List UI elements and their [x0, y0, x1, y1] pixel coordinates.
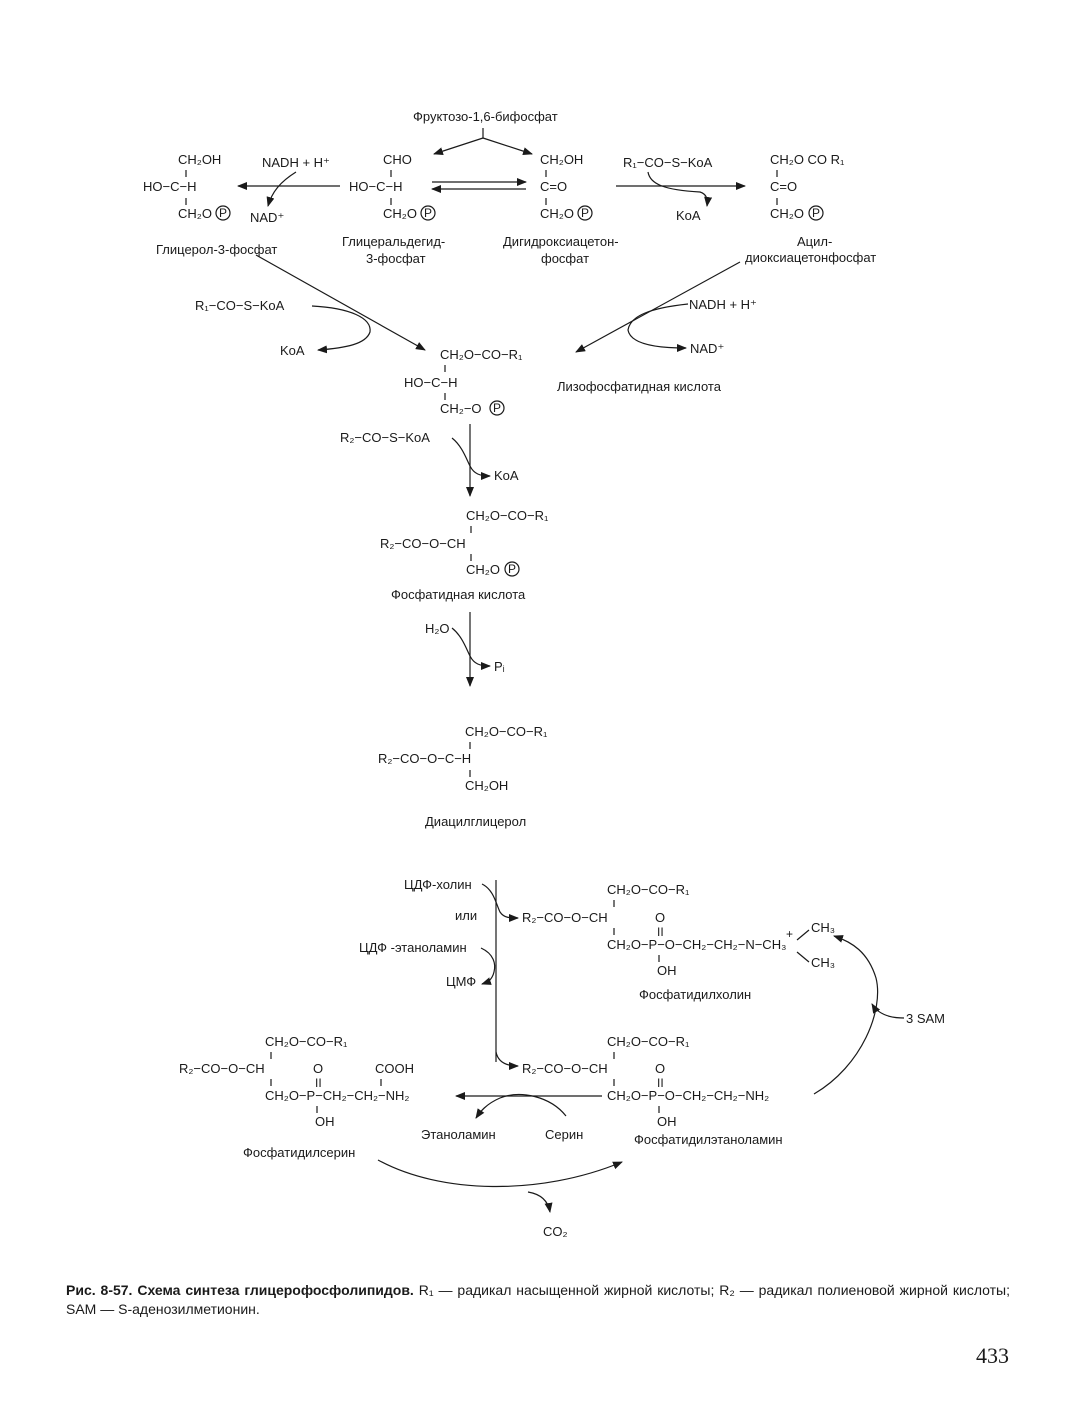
label-dhap-1: Дигидроксиацетон- [503, 234, 619, 249]
cdp-ethanolamine: ЦДФ -этаноламин [359, 940, 467, 955]
pa-ch2o: CH₂O [466, 562, 500, 577]
figure-caption: Рис. 8-57. Схема синтеза глицерофосфолип… [66, 1281, 1010, 1319]
pc-plus: + [786, 927, 793, 941]
gald-ho-c-h: HO−C−H [349, 179, 402, 194]
ps-ch2o-co-r1: CH₂O−CO−R₁ [265, 1034, 348, 1049]
pc-o: O [655, 910, 665, 925]
pc-ch3-bottom: CH₃ [811, 955, 835, 970]
pe-ch2o-co-r1: CH₂O−CO−R₁ [607, 1034, 690, 1049]
ps-cooh: COOH [375, 1061, 414, 1076]
r2-co-s-koa: R₂−CO−S−KoA [340, 430, 430, 445]
r1-co-s-koa-top: R₁−CO−S−KoA [623, 155, 713, 170]
koa-mid: KoA [494, 468, 519, 483]
phosphate-symbol: P [493, 401, 501, 415]
label-acyl-2: диоксиацетонфосфат [745, 250, 876, 265]
pi: Pᵢ [494, 659, 505, 674]
acyl-dhap-ch2o-co-r1: CH₂O CO R₁ [770, 152, 845, 167]
dhap-ch2oh: CH₂OH [540, 152, 583, 167]
nad-right: NAD⁺ [690, 341, 724, 356]
phosphate-symbol: P [581, 206, 589, 220]
ps-chain: CH₂O−P−CH₂−CH₂−NH₂ [265, 1088, 409, 1103]
label-phosphatidic-acid: Фосфатидная кислота [391, 587, 526, 602]
nadh-top: NADH + H⁺ [262, 155, 330, 170]
sam: 3 SAM [906, 1011, 945, 1026]
phosphate-symbol: P [424, 206, 432, 220]
ethanolamine: Этаноламин [421, 1127, 496, 1142]
pc-oh: OH [657, 963, 677, 978]
cdp-choline: ЦДФ-холин [404, 877, 472, 892]
g3p-ho-c-h: HO−C−H [143, 179, 196, 194]
label-phosphatidylethanolamine: Фосфатидилэтаноламин [634, 1132, 783, 1147]
ps-r2-co-o-ch: R₂−CO−O−CH [179, 1061, 265, 1076]
nadh-right: NADH + H⁺ [689, 297, 757, 312]
r1-co-s-koa-left: R₁−CO−S−KoA [195, 298, 285, 313]
label-gald-2: 3-фосфат [366, 251, 426, 266]
g3p-ch2o: CH₂O [178, 206, 212, 221]
pe-o: O [655, 1061, 665, 1076]
pc-chain: CH₂O−P−O−CH₂−CH₂−N−CH₃ [607, 937, 786, 952]
phosphate-symbol: P [508, 562, 516, 576]
label-acyl-1: Ацил- [797, 234, 832, 249]
acyl-dhap-ch2o: CH₂O [770, 206, 804, 221]
lpa-ch2o-co-r1: CH₂O−CO−R₁ [440, 347, 523, 362]
pc-r2-co-o-ch: R₂−CO−O−CH [522, 910, 608, 925]
label-glycerol-3-phosphate: Глицерол-3-фосфат [156, 242, 277, 257]
label-fructose-bisphosphate: Фруктозо-1,6-бифосфат [413, 109, 558, 124]
label-diacylglycerol: Диацилглицерол [425, 814, 526, 829]
nad-top: NAD⁺ [250, 210, 284, 225]
label-phosphatidylserine: Фосфатидилсерин [243, 1145, 355, 1160]
dag-ch2oh: CH₂OH [465, 778, 508, 793]
label-phosphatidylcholine: Фосфатидилхолин [639, 987, 751, 1002]
dag-r2-co-o-c-h: R₂−CO−O−C−H [378, 751, 471, 766]
pa-r2-co-o-ch: R₂−CO−O−CH [380, 536, 466, 551]
gald-ch2o: CH₂O [383, 206, 417, 221]
phosphate-symbol: P [812, 206, 820, 220]
pe-oh: OH [657, 1114, 677, 1129]
pa-ch2o-co-r1: CH₂O−CO−R₁ [466, 508, 549, 523]
phosphate-symbol: P [219, 206, 227, 220]
lpa-ch2-o: CH₂−O [440, 401, 482, 416]
pc-ch3-top: CH₃ [811, 920, 835, 935]
ps-double-bond: II [315, 1076, 322, 1090]
label-lysophosphatidic-acid: Лизофосфатидная кислота [557, 379, 722, 394]
or: или [455, 908, 477, 923]
dag-ch2o-co-r1: CH₂O−CO−R₁ [465, 724, 548, 739]
lpa-ho-c-h: HO−C−H [404, 375, 457, 390]
dhap-ch2o: CH₂O [540, 206, 574, 221]
koa-top: KoA [676, 208, 701, 223]
pe-double-bond: II [657, 1076, 664, 1090]
pc-ch2o-co-r1: CH₂O−CO−R₁ [607, 882, 690, 897]
caption-title: Рис. 8-57. Схема синтеза глицерофосфолип… [66, 1282, 414, 1298]
pe-r2-co-o-ch: R₂−CO−O−CH [522, 1061, 608, 1076]
pc-double-bond: II [657, 925, 664, 939]
cmp: ЦМФ [446, 974, 476, 989]
g3p-ch2oh: CH₂OH [178, 152, 221, 167]
ps-oh: OH [315, 1114, 335, 1129]
h2o: H₂O [425, 621, 450, 636]
label-dhap-2: фосфат [541, 251, 589, 266]
caption-text: R₁ — радикал насыщенной жирной кислоты; … [66, 1282, 1010, 1317]
pe-chain: CH₂O−P−O−CH₂−CH₂−NH₂ [607, 1088, 769, 1103]
label-gald-1: Глицеральдегид- [342, 234, 445, 249]
koa-left: KoA [280, 343, 305, 358]
dhap-c-o: C=O [540, 179, 567, 194]
acyl-dhap-c-o: C=O [770, 179, 797, 194]
serine: Серин [545, 1127, 583, 1142]
co2: CO₂ [543, 1224, 568, 1239]
ps-o: O [313, 1061, 323, 1076]
page-number: 433 [976, 1343, 1009, 1368]
gald-cho: CHO [383, 152, 412, 167]
